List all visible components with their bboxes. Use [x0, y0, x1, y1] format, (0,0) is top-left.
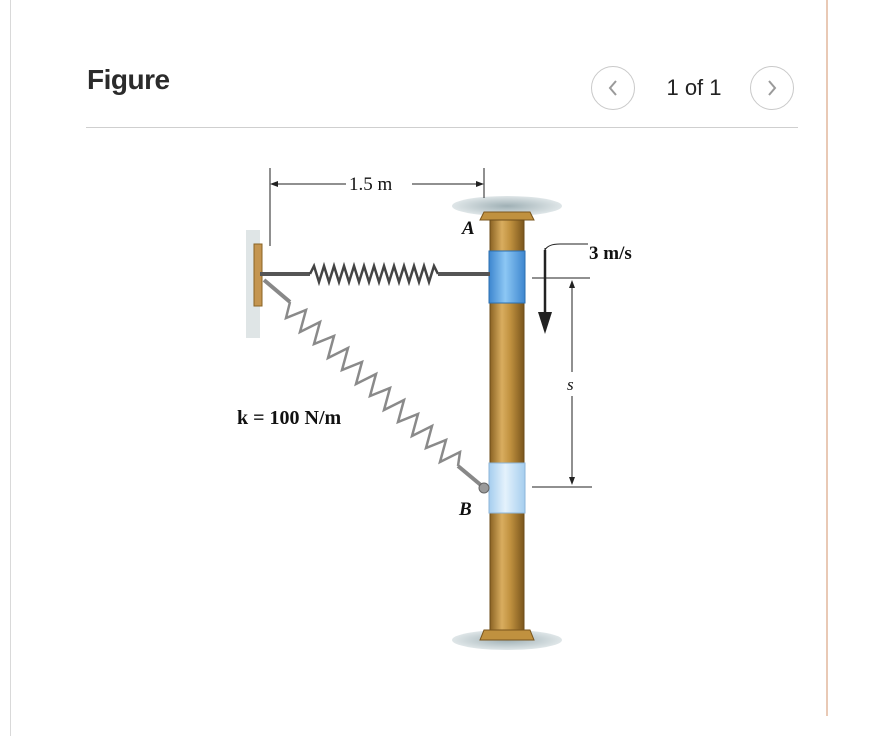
velocity-leader [544, 243, 588, 251]
dimension-label: 1.5 m [349, 174, 393, 195]
label-point-a: A [461, 218, 475, 239]
mechanics-diagram: 1.5 m A 3 m/s s k = 100 N/m B [237, 168, 632, 650]
spring-constant-label: k = 100 N/m [237, 407, 342, 429]
dimension-arrow-left [270, 181, 278, 187]
collar-a [488, 250, 526, 304]
spring-at-b [262, 278, 490, 494]
velocity-arrowhead [538, 312, 552, 334]
displacement-label: s [567, 375, 574, 394]
velocity-label: 3 m/s [589, 243, 632, 264]
pole-top-cap [479, 211, 535, 221]
panel-right-border [826, 0, 828, 716]
header-divider [86, 127, 798, 128]
figure-title: Figure [87, 64, 170, 95]
ceiling-support [452, 196, 562, 216]
next-figure-button[interactable] [750, 66, 794, 110]
panel-left-border [10, 0, 11, 736]
chevron-right-icon [768, 80, 777, 96]
collar-b [488, 462, 526, 514]
chevron-left-icon [608, 80, 617, 96]
displacement-arrow-top [569, 280, 575, 288]
pole-bottom-cap [479, 629, 535, 641]
displacement-arrow-bottom [569, 477, 575, 485]
dimension-arrow-right [476, 181, 484, 187]
prev-figure-button[interactable] [591, 66, 635, 110]
label-point-b: B [458, 499, 472, 520]
spring-at-a [260, 261, 490, 287]
page-indicator: 1 of 1 [666, 75, 722, 100]
